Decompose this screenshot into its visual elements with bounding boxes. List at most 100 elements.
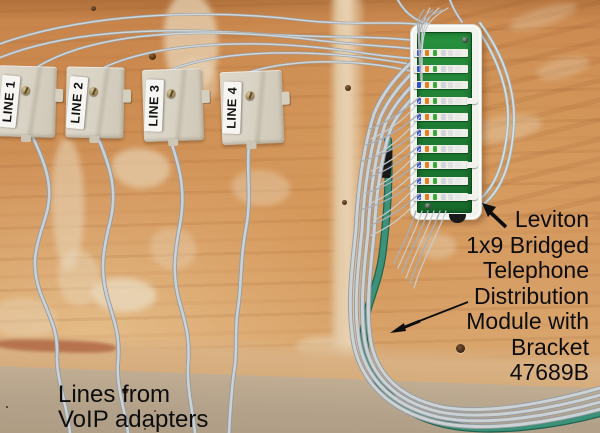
wire-pin xyxy=(425,97,429,104)
punchdown-row xyxy=(414,145,468,154)
wire-pin xyxy=(417,65,421,72)
wire-pin xyxy=(417,194,421,201)
connector-cap xyxy=(448,81,453,88)
annotation-line: 1x9 Bridged xyxy=(466,231,589,258)
wire-pin xyxy=(425,162,429,169)
twisted-pair-wire xyxy=(369,144,421,178)
arrow-to-module-icon xyxy=(482,203,508,229)
connector-cap xyxy=(448,49,453,56)
module-annotation: Leviton 1x9 Bridged Telephone Distributi… xyxy=(466,206,589,386)
twisted-pair-wire xyxy=(361,176,421,210)
punchdown-row xyxy=(414,96,478,105)
voip-annotation: Lines from VoIP adapters xyxy=(58,382,208,432)
wire-pin xyxy=(417,97,421,104)
annotation-line: VoIP adapters xyxy=(58,406,209,433)
twisted-pair-wire xyxy=(361,128,421,162)
twisted-pair-wire xyxy=(369,192,421,227)
connector-cap xyxy=(441,49,446,56)
connector-cap xyxy=(441,162,446,169)
annotation-line: Telephone xyxy=(482,257,589,283)
drill-hole xyxy=(456,344,465,353)
wire-pin xyxy=(417,178,421,185)
wire-pin xyxy=(433,178,437,185)
wire-pin xyxy=(425,146,429,153)
punchdown-row xyxy=(414,64,468,73)
wire-pin xyxy=(433,65,437,72)
module-screw xyxy=(425,203,431,209)
connector-cap xyxy=(448,97,453,104)
connector-cap xyxy=(455,178,461,185)
connector-cap xyxy=(455,49,461,56)
wire-pin xyxy=(433,194,437,201)
bracket-tab xyxy=(449,214,466,223)
twisted-pair-wire xyxy=(393,210,417,264)
wire-pin xyxy=(425,65,429,72)
wire-pin xyxy=(433,146,437,153)
twisted-pair-wire xyxy=(421,7,449,85)
wall-patch xyxy=(232,170,290,206)
wire-pin xyxy=(433,49,437,56)
twisted-pair-wire xyxy=(370,164,421,204)
connector-cap xyxy=(448,162,453,169)
connector-cap xyxy=(441,113,446,120)
connector-cap xyxy=(448,113,453,120)
twisted-pair-wire xyxy=(370,100,421,140)
connector-cap xyxy=(455,194,461,201)
annotation-line: 47689B xyxy=(509,359,589,385)
wall-patch xyxy=(112,148,170,188)
wire-pin xyxy=(417,113,421,120)
wall-screw xyxy=(342,200,347,205)
wire-pin xyxy=(425,49,429,56)
annotation-line: Module with xyxy=(466,308,589,334)
wire-pin xyxy=(417,162,421,169)
punchdown-row xyxy=(414,177,468,186)
twisted-pair-wire xyxy=(417,9,434,66)
twisted-pair-wire xyxy=(369,96,421,130)
module-screw xyxy=(462,37,468,43)
electrical-tape-band xyxy=(381,149,393,179)
punchdown-row xyxy=(414,112,468,121)
wire-pin xyxy=(425,178,429,185)
pointer-to-cable-icon xyxy=(390,301,469,333)
twisted-pair-wire xyxy=(375,180,421,220)
module-pcb xyxy=(414,32,478,213)
connector-cap xyxy=(441,178,446,185)
annotation-line: Distribution xyxy=(473,282,589,309)
connector-cap xyxy=(441,65,446,72)
connector-cap xyxy=(455,65,461,72)
wall-screw xyxy=(149,53,156,60)
twisted-pair-wire xyxy=(375,148,421,188)
bridging-clip xyxy=(467,97,478,104)
wall-patch xyxy=(52,138,84,270)
wire-pin xyxy=(425,113,429,120)
punchdown-row xyxy=(414,161,478,170)
connector-cap xyxy=(448,65,453,72)
wall-screw xyxy=(91,6,96,11)
punchdown-wires xyxy=(361,7,449,289)
wire-pin xyxy=(433,162,437,169)
connector-cap xyxy=(441,194,446,201)
paint-speckles xyxy=(122,388,128,394)
twisted-pair-wire xyxy=(418,9,443,82)
punchdown-row xyxy=(414,129,468,137)
wire-pin xyxy=(433,81,437,88)
wire-pin xyxy=(433,113,437,120)
connector-cap xyxy=(455,130,461,136)
connector-cap xyxy=(441,130,446,136)
twisted-pair-wire xyxy=(401,210,429,274)
cable-loop-bundle xyxy=(350,38,600,429)
connector-cap xyxy=(455,113,461,120)
twisted-pair-wire xyxy=(370,196,421,236)
connector-cap xyxy=(441,81,446,88)
connector-cap xyxy=(448,178,453,185)
annotation-line: Leviton xyxy=(514,206,589,232)
bridging-clip xyxy=(467,162,478,169)
wire-pin xyxy=(425,194,429,201)
twisted-pair-wire xyxy=(365,160,421,194)
connector-cap xyxy=(448,194,453,201)
connector-cap xyxy=(448,146,453,153)
wall-patch xyxy=(58,250,100,306)
punchdown-row xyxy=(414,193,478,202)
